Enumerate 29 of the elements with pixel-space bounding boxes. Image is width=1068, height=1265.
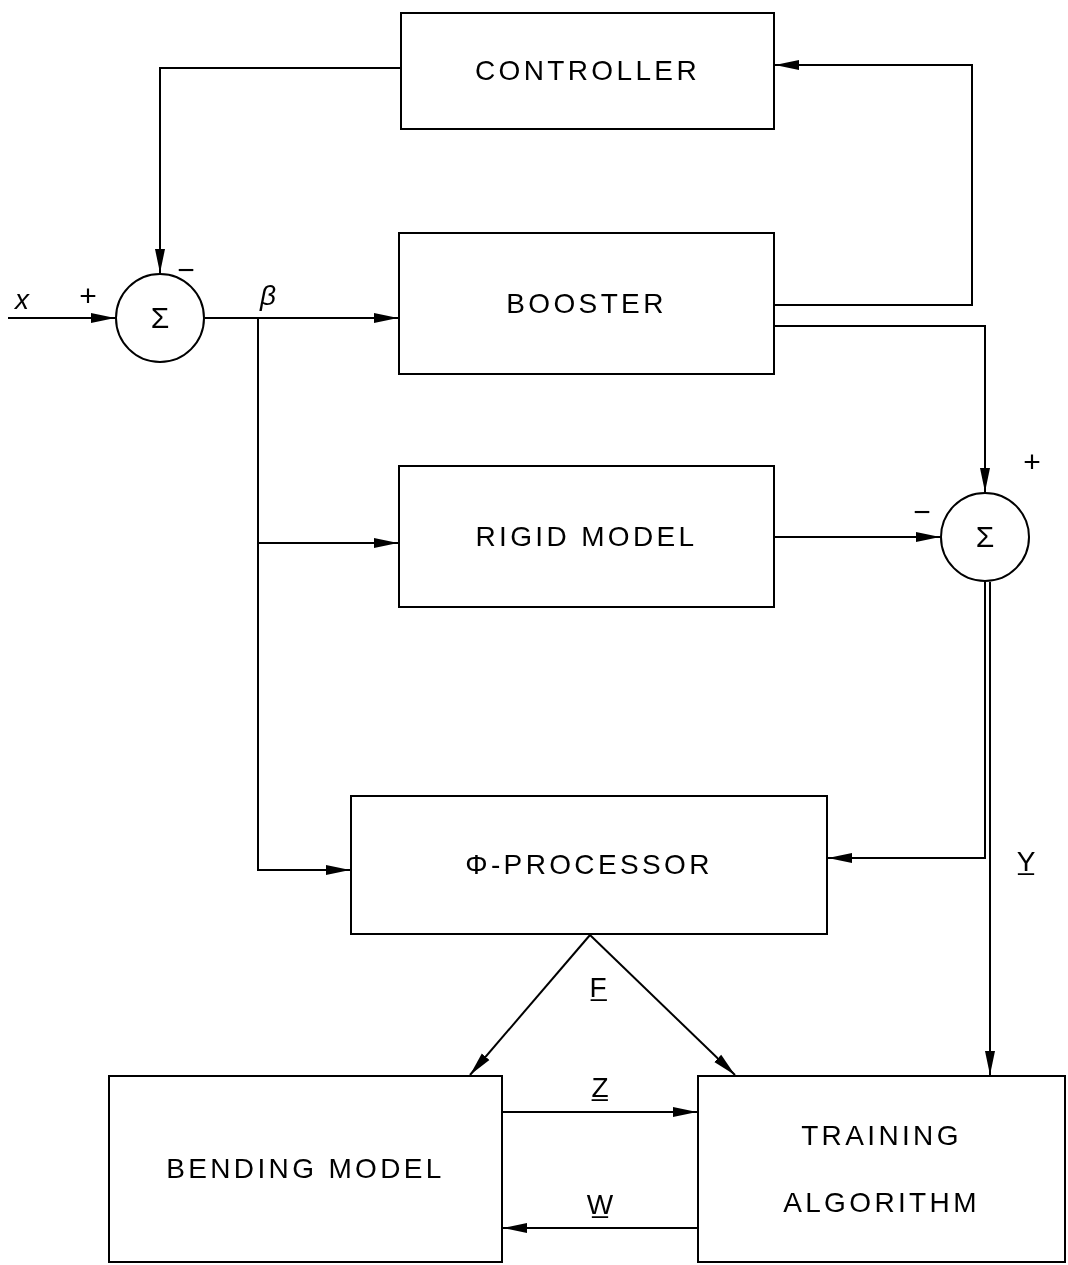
block-box bbox=[398, 465, 775, 608]
arrow bbox=[774, 325, 990, 493]
block-box bbox=[697, 1075, 1066, 1263]
node-label: BOOSTER bbox=[505, 286, 668, 321]
node-label: Σ bbox=[150, 300, 170, 336]
node-label: Φ-PROCESSOR bbox=[464, 848, 714, 883]
block-box bbox=[400, 12, 775, 130]
node-label: CONTROLLER bbox=[474, 54, 701, 89]
block-box bbox=[108, 1075, 503, 1263]
arrow bbox=[469, 934, 591, 1076]
node-label: TRAINING ALGORITHM bbox=[782, 1118, 981, 1220]
block-box bbox=[398, 232, 775, 375]
arrow bbox=[774, 60, 973, 306]
node-label: Σ bbox=[975, 519, 995, 555]
arrow bbox=[7, 313, 116, 323]
arrow bbox=[502, 1107, 698, 1117]
block-box bbox=[350, 795, 828, 935]
arrow bbox=[502, 1223, 698, 1233]
sign-label: + bbox=[1023, 447, 1041, 477]
arrow bbox=[774, 532, 941, 542]
node-label: RIGID MODEL bbox=[474, 519, 699, 554]
sign-label: − bbox=[913, 497, 931, 527]
arrow bbox=[827, 581, 986, 863]
sign-label: − bbox=[177, 255, 195, 285]
node-label: BENDING MODEL bbox=[165, 1152, 446, 1187]
arrow bbox=[589, 934, 736, 1076]
sign-label: + bbox=[79, 281, 97, 311]
arrow bbox=[985, 581, 995, 1076]
arrow bbox=[155, 67, 401, 274]
